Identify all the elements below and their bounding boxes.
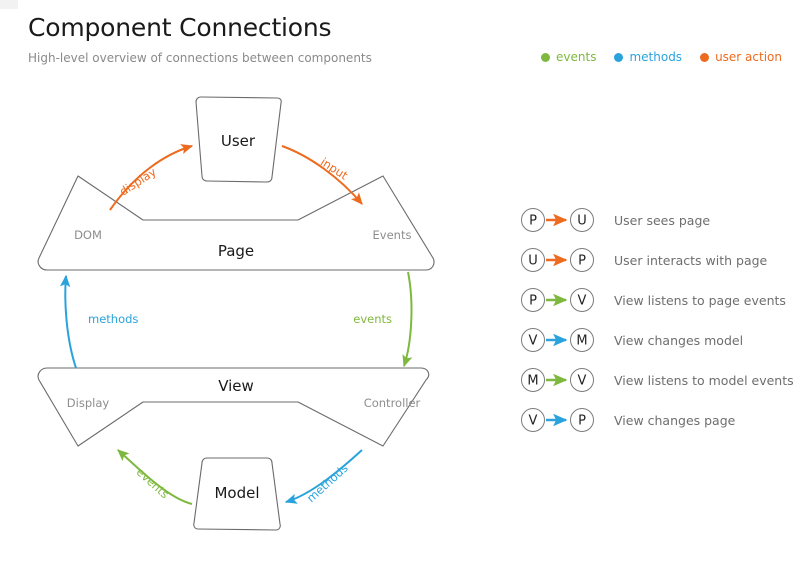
diagram-edge-methods-up: methods xyxy=(59,274,138,369)
key-row: P V View listens to page events xyxy=(520,280,800,320)
key-circle-from: M xyxy=(527,374,538,389)
key-circle-from: V xyxy=(529,414,538,429)
diagram-edge-display: display xyxy=(109,144,194,211)
node-label-model: Model xyxy=(214,484,259,502)
edge-label-events-model: events xyxy=(134,465,172,501)
node-sublabel-display: Display xyxy=(67,396,110,410)
edge-label-events-down: events xyxy=(353,312,392,326)
diagram-edge-events-down: events xyxy=(353,271,413,368)
dot-icon xyxy=(541,52,551,62)
key-row: V M View changes model xyxy=(520,320,800,360)
legend-item-methods: methods xyxy=(614,50,682,64)
dot-icon xyxy=(614,52,624,62)
connection-key-list: P U User sees page U P User interacts wi… xyxy=(520,200,800,440)
legend-item-events: events xyxy=(541,50,596,64)
corner-artifact xyxy=(0,0,18,9)
key-label: View changes page xyxy=(614,412,736,428)
diagram-edge-events-model: events xyxy=(117,449,193,505)
key-circle-to: P xyxy=(578,254,586,269)
node-sublabel-controller: Controller xyxy=(364,396,421,410)
node-sublabel-dom: DOM xyxy=(74,228,102,242)
key-circle-from: V xyxy=(529,334,538,349)
edge-label-display: display xyxy=(117,165,159,199)
key-glyph-p-to-v: P V xyxy=(521,288,594,312)
node-label-page: Page xyxy=(218,242,254,260)
key-glyph-v-to-m: V M xyxy=(521,328,594,352)
diagram-node-user[interactable]: User xyxy=(195,96,282,183)
node-label-view: View xyxy=(218,377,254,395)
component-diagram: User DOM Events Page View Display Contro… xyxy=(37,96,435,531)
key-label: View listens to page events xyxy=(614,292,786,308)
diagram-node-view[interactable]: View Display Controller xyxy=(37,367,430,447)
key-glyph-u-to-p: U P xyxy=(521,248,594,272)
edge-label-methods-model: methods xyxy=(304,461,351,505)
key-row: M V View listens to model events xyxy=(520,360,800,400)
key-row: P U User sees page xyxy=(520,200,800,240)
legend-top: events methods user action xyxy=(541,50,782,64)
legend-label-user-action: user action xyxy=(715,50,782,64)
diagram-edge-methods-model: methods xyxy=(284,449,363,505)
page-title: Component Connections xyxy=(28,13,332,42)
key-label: View listens to model events xyxy=(614,372,794,388)
edge-label-input: input xyxy=(318,155,351,183)
key-circle-from: P xyxy=(529,294,537,309)
node-sublabel-events: Events xyxy=(373,228,412,242)
legend-label-methods: methods xyxy=(629,50,683,64)
diagram-node-model[interactable]: Model xyxy=(193,457,281,531)
legend-label-events: events xyxy=(556,50,597,64)
key-glyph-p-to-u: P U xyxy=(521,208,594,232)
key-row: U P User interacts with page xyxy=(520,240,800,280)
key-glyph-m-to-v: M V xyxy=(521,368,594,392)
key-glyph-v-to-p: V P xyxy=(521,408,594,432)
key-circle-to: M xyxy=(576,334,587,349)
key-label: User sees page xyxy=(614,212,711,228)
dot-icon xyxy=(700,52,710,62)
key-circle-to: V xyxy=(578,374,587,389)
page-subtitle: High-level overview of connections betwe… xyxy=(28,51,372,65)
node-label-user: User xyxy=(221,132,256,150)
key-circle-from: U xyxy=(528,254,538,269)
key-circle-from: P xyxy=(529,214,537,229)
key-circle-to: V xyxy=(578,294,587,309)
key-circle-to: U xyxy=(577,214,587,229)
edge-label-methods-up: methods xyxy=(88,312,138,326)
diagram-node-page[interactable]: DOM Events Page xyxy=(37,175,435,271)
key-circle-to: P xyxy=(578,414,586,429)
key-label: User interacts with page xyxy=(614,252,768,268)
key-row: V P View changes page xyxy=(520,400,800,440)
page-header: Component Connections High-level overvie… xyxy=(28,12,528,66)
key-label: View changes model xyxy=(614,332,744,348)
legend-item-user-action: user action xyxy=(700,50,782,64)
